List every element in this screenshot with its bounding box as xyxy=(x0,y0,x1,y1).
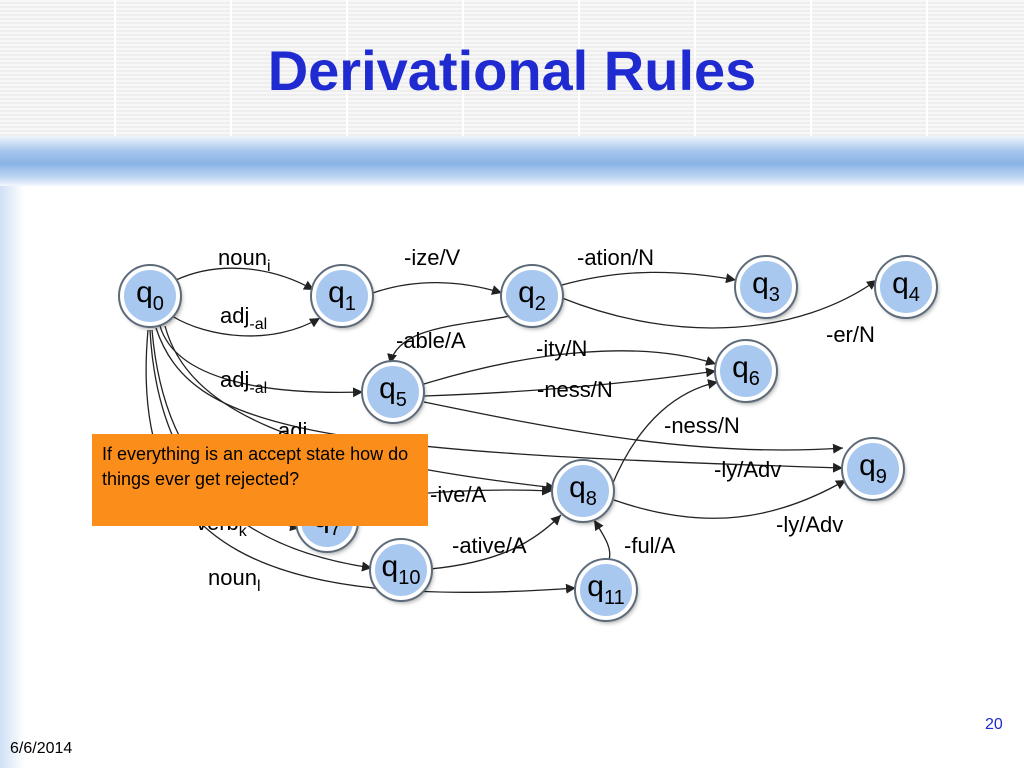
state-label-q11: q11 xyxy=(587,570,624,609)
header-band xyxy=(0,136,1024,186)
state-label-q4: q4 xyxy=(892,267,920,306)
callout-note: If everything is an accept state how do … xyxy=(92,434,428,526)
state-circle-q3 xyxy=(736,257,796,317)
edge-label-q11-q8: -ful/A xyxy=(624,533,676,558)
state-q1: q1 xyxy=(310,264,374,328)
edge-label-q0-q11: nounl xyxy=(208,565,261,595)
state-q4: q4 xyxy=(874,255,938,319)
edge-q2-q5 xyxy=(387,315,511,365)
state-q3: q3 xyxy=(734,255,798,319)
edge-q2-q4 xyxy=(561,279,878,329)
edge-q11-q8 xyxy=(593,519,611,561)
edge-q5-q6 xyxy=(423,367,717,397)
state-q0: q0 xyxy=(118,264,182,328)
state-q10: q10 xyxy=(369,538,433,602)
state-label-q6: q6 xyxy=(732,351,760,390)
state-circle-q11 xyxy=(576,560,636,620)
state-circle-q0 xyxy=(120,266,180,326)
state-ring-q0 xyxy=(118,264,182,328)
state-circle-q10 xyxy=(371,540,431,600)
edge-q2-q3 xyxy=(561,271,737,286)
slide-title: Derivational Rules xyxy=(267,39,757,102)
state-ring-q9 xyxy=(841,437,905,501)
state-ring-q1 xyxy=(310,264,374,328)
edge-label-q2-q4: -er/N xyxy=(826,322,875,347)
header-background xyxy=(0,0,1024,136)
state-circle-q1 xyxy=(312,266,372,326)
edge-label-q1-q2: -ize/V xyxy=(404,245,461,270)
state-label-q8: q8 xyxy=(569,471,597,510)
state-q6: q6 xyxy=(714,339,778,403)
state-q2: q2 xyxy=(500,264,564,328)
state-ring-q8 xyxy=(551,459,615,523)
edge-label-q0-q1: nouni xyxy=(218,245,271,275)
edge-label-q7-q8: -ive/A xyxy=(430,482,487,507)
edge-label-q5-q6: -ity/N xyxy=(536,336,587,361)
state-label-q3: q3 xyxy=(752,267,780,306)
state-ring-q4 xyxy=(874,255,938,319)
slide-date: 6/6/2014 xyxy=(10,740,73,757)
edge-label-q0-q9: -ly/Adv xyxy=(714,457,781,482)
state-ring-q5 xyxy=(361,360,425,424)
state-ring-q6 xyxy=(714,339,778,403)
page-number: 20 xyxy=(985,716,1003,733)
state-label-q0: q0 xyxy=(136,276,164,315)
edge-q0-q11 xyxy=(145,329,577,594)
edge-labels-layer: nouni adj-al -ize/V -ation/N -er/N -able/A adj… xyxy=(196,245,875,595)
edge-q5-q6 xyxy=(423,350,717,385)
edge-q0-q5 xyxy=(159,325,364,398)
state-q8: q8 xyxy=(551,459,615,523)
edge-q5-q9 xyxy=(423,401,844,454)
edge-label-q5-q6: -ness/N xyxy=(537,377,613,402)
edge-q0-q8 xyxy=(164,325,557,492)
edge-label-q2-q3: -ation/N xyxy=(577,245,654,270)
edge-label-q0-q1: adj-al xyxy=(220,303,267,333)
edge-label-q8-q9: -ly/Adv xyxy=(776,512,843,537)
state-q11: q11 xyxy=(574,558,638,622)
state-ring-q11 xyxy=(574,558,638,622)
edge-q0-q9 xyxy=(155,327,844,473)
edge-q8-q6 xyxy=(611,379,719,486)
state-circle-q6 xyxy=(716,341,776,401)
edge-q0-q1 xyxy=(175,267,315,291)
edge-label-q2-q5: -able/A xyxy=(396,328,466,353)
state-label-q2: q2 xyxy=(518,276,546,315)
edge-q1-q2 xyxy=(369,281,503,295)
edge-q10-q8 xyxy=(429,514,562,570)
state-circle-q2 xyxy=(502,266,562,326)
state-label-q1: q1 xyxy=(328,276,356,315)
left-gradient xyxy=(0,186,24,768)
edge-label-q8-q6: -ness/N xyxy=(664,413,740,438)
state-label-q5: q5 xyxy=(379,372,407,411)
edge-label-q10-q8: -ative/A xyxy=(452,533,527,558)
state-label-q10: q10 xyxy=(382,550,421,589)
state-q5: q5 xyxy=(361,360,425,424)
state-q9: q9 xyxy=(841,437,905,501)
state-ring-q3 xyxy=(734,255,798,319)
state-circle-q9 xyxy=(843,439,903,499)
edge-label-q0-q5: adj-al xyxy=(220,367,267,397)
state-circle-q8 xyxy=(553,461,613,521)
edge-q8-q9 xyxy=(613,479,847,519)
state-circle-q4 xyxy=(876,257,936,317)
state-ring-q2 xyxy=(500,264,564,328)
state-circle-q5 xyxy=(363,362,423,422)
state-label-q9: q9 xyxy=(859,449,887,488)
state-ring-q10 xyxy=(369,538,433,602)
edge-q0-q1 xyxy=(171,315,321,337)
